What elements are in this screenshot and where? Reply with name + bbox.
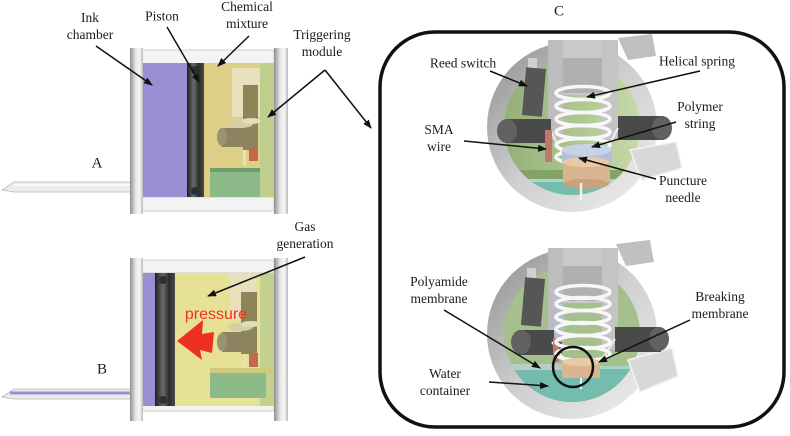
breaking-membrane-highlight-circle [551,345,595,389]
frame-right-a [274,48,288,214]
reed-switch-part [521,67,547,117]
ring-notch-top [628,141,683,181]
ink-needle-tube-a [0,181,141,193]
piston-a [187,63,204,197]
label-chemical-mixture: Chemical mixture [221,0,273,31]
device-b [0,258,288,421]
label-triggering-module: Triggering module [293,27,351,59]
label-polyamide-membrane: Polyamide membrane [410,274,468,306]
panel-c [378,30,786,429]
label-reed-switch: Reed switch [429,55,497,71]
housing-claw-top [618,34,656,60]
frame-left-b [130,258,143,421]
needle-holder-top [563,162,610,184]
arrow-breaking-membrane [598,319,691,363]
panel-letter-b: B [96,361,108,378]
arrow-water-container [488,381,549,389]
trigger-strip-a [260,63,274,197]
arrow-puncture-needle [578,156,657,180]
panel-c-border [378,30,786,429]
arrow-piston [166,26,200,83]
trigger-module-bottom-view [487,240,679,419]
pressure-arrow [177,320,214,360]
frame-bottom-band-a [141,196,275,212]
label-water-container: Water container [419,366,471,398]
green-box-b [210,373,266,398]
reed-switch-part-bottom [520,277,546,327]
sma-wire-part [545,130,552,162]
arrow-polyamide-membrane [443,309,541,369]
label-polymer-string: Polymer string [677,99,723,131]
annotation-arrows [95,26,701,389]
panel-letter-a: A [91,155,103,172]
arrow-helical-spring [586,70,701,99]
arrow-triggering-module-right [324,69,372,129]
label-breaking-membrane: Breaking membrane [691,289,749,321]
arrow-ink-chamber [95,45,153,86]
frame-left-a [130,48,143,214]
arrow-reed-switch [489,70,528,87]
arrow-gas-generation [207,256,306,297]
label-helical-spring: Helical spring [658,53,736,69]
arrow-triggering-module-left [267,69,326,118]
device-a [0,48,288,214]
frame-top-band-a [141,49,275,65]
label-sma-wire: SMA wire [424,122,454,154]
arrow-polymer-string [591,121,677,149]
label-puncture-needle: Puncture needle [659,173,707,205]
frame-right-b [274,258,288,421]
label-gas-generation: Gas generation [276,219,334,251]
piston-b [155,273,175,406]
arrow-sma-wire [463,140,547,152]
trigger-module-top-view [487,34,683,212]
frame-top-band-b [141,259,275,274]
green-box-a [210,168,260,197]
sma-wire-part-bottom [553,338,559,362]
panel-letter-c: C [553,3,565,20]
trigger-cylinder-b [222,332,256,352]
ink-chamber-b [143,273,155,406]
housing-claw-bottom [616,240,654,266]
trigger-cylinder-a [222,128,258,147]
arrow-chemical-mixture [217,35,250,67]
label-ink-chamber: Ink chamber [66,10,114,42]
label-piston: Piston [145,8,179,24]
label-pressure: pressure [184,306,248,323]
